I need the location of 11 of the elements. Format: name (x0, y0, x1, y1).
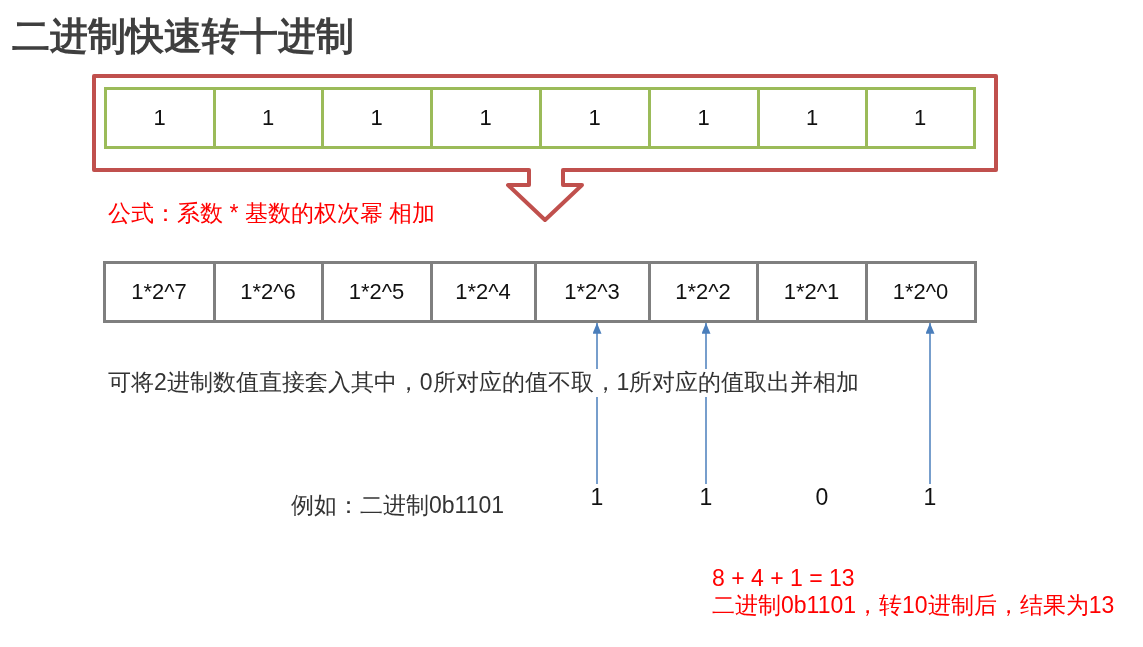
result-text: 二进制0b1101，转10进制后，结果为13 (712, 592, 1115, 620)
bit-digit: 1 (590, 484, 604, 512)
formula-note: 公式：系数 * 基数的权次幂 相加 (108, 200, 436, 228)
bit-cell: 1 (103, 87, 216, 149)
example-text: 例如：二进制0b1101 (291, 492, 505, 520)
instruction-text: 可将2进制数值直接套入其中，0所对应的值不取，1所对应的值取出并相加 (108, 369, 860, 397)
bit-digit: 1 (699, 484, 713, 512)
bit-digit: 1 (923, 484, 937, 512)
power-term-cell: 1*2^7 (102, 261, 216, 323)
arrow (925, 322, 935, 485)
callout-arrow-outline (92, 74, 998, 224)
